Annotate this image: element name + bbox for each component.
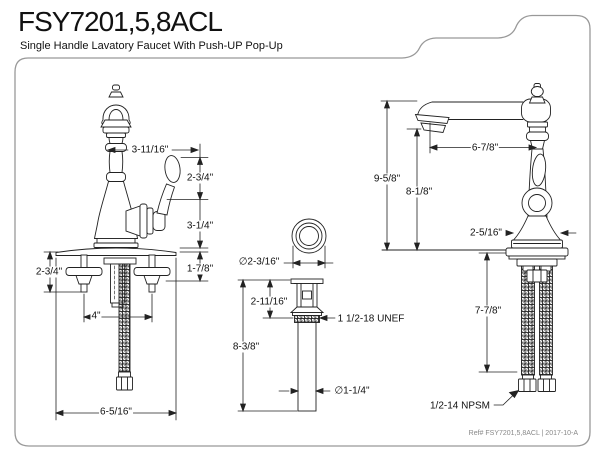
drain-top-view bbox=[291, 218, 327, 254]
dim-drain-popup-height: 2-11/16" bbox=[249, 296, 289, 308]
dim-front-deck-to-nut: 1-7/8" bbox=[185, 263, 215, 275]
page-title: FSY7201,5,8ACL bbox=[18, 6, 223, 37]
drain-tube bbox=[297, 322, 317, 412]
faucet-front-view-drawing bbox=[43, 84, 209, 421]
hose-connector bbox=[518, 378, 537, 392]
dim-front-deckplate-width: 6-5/16" bbox=[99, 406, 133, 418]
supply-hose bbox=[118, 263, 131, 373]
spout-arch bbox=[102, 104, 130, 121]
wing-nut bbox=[133, 267, 171, 276]
dim-front-deck-to-stud: 2-3/4" bbox=[34, 266, 64, 278]
page-subtitle: Single Handle Lavatory Faucet With Push-… bbox=[20, 40, 283, 52]
dim-front-handle-to-deck: 3-1/4" bbox=[185, 220, 215, 232]
drain-flange bbox=[290, 278, 324, 284]
hose-connector bbox=[537, 378, 556, 392]
deck-plate bbox=[55, 247, 177, 256]
sheet-border bbox=[14, 14, 591, 447]
dim-front-stud-spacing: 4" bbox=[90, 310, 102, 322]
reference-number: Ref# FSY7201,5,8ACL | 2017-10-A bbox=[468, 430, 578, 437]
handle-lever bbox=[156, 183, 176, 216]
dim-side-spout-reach: 6-7/8" bbox=[470, 142, 500, 154]
dim-drain-overall-height: 8-3/8" bbox=[231, 341, 261, 353]
dim-front-spout-offset: 3-11/16" bbox=[130, 144, 170, 156]
finial bbox=[112, 84, 120, 91]
wing-nut bbox=[65, 267, 103, 276]
dim-front-handle-height: 2-3/4" bbox=[185, 172, 215, 184]
dim-drain-flange-diameter: ∅2-3/16" bbox=[237, 256, 281, 268]
dim-side-outlet-height: 8-1/8" bbox=[404, 186, 434, 198]
dim-drain-thread-spec: 1 1/2-18 UNEF bbox=[336, 313, 406, 325]
dim-side-base-depth: 2-5/16" bbox=[469, 227, 503, 239]
dim-side-supply-thread: 1/2-14 NPSM bbox=[428, 400, 492, 412]
dim-drain-tube-diameter: ∅1-1/4" bbox=[333, 385, 371, 397]
faucet-side-view-drawing bbox=[380, 83, 577, 406]
dim-side-overall-height: 9-5/8" bbox=[372, 173, 402, 185]
mounting-nut bbox=[526, 269, 548, 283]
dim-side-hose-length: 7-7/8" bbox=[473, 305, 503, 317]
aerator bbox=[420, 122, 447, 133]
deck-plate bbox=[505, 247, 569, 257]
handle-ball bbox=[164, 155, 181, 183]
drain-view-drawing bbox=[237, 218, 336, 413]
handle-lever bbox=[531, 153, 547, 187]
drain-locknut bbox=[294, 315, 320, 323]
